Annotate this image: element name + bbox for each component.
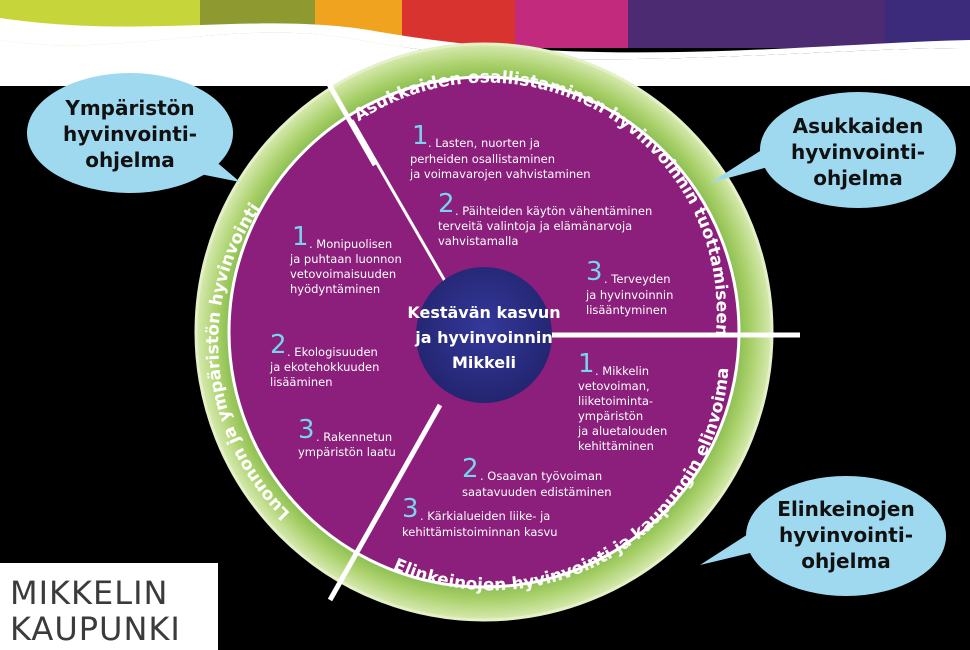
item-line: lisääntyminen [586,303,667,317]
banner-stripe [515,0,628,48]
bubble-environment-line2: hyvinvointi- [63,122,197,146]
item-line: . Päihteiden käytön vähentäminen [455,204,652,218]
item-line: vahvistamalla [438,234,518,248]
divider-residents-top [315,63,378,167]
logo-line-1: MIKKELIN [10,574,169,612]
environment-item-2: 2 . Ekologisuuden ja ekotehokkuuden lisä… [269,330,379,389]
bubble-business-line3: ohjelma [801,549,891,573]
item-line: hyödyntäminen [290,282,380,296]
item-number: 3 [586,257,603,287]
item-line: . Kärkialueiden liike- ja [420,509,550,523]
center-circle [416,267,552,403]
item-number: 2 [462,454,479,484]
banner-stripe [885,0,970,48]
item-line: . Monipuolisen [309,237,392,251]
environment-item-1: 1 . Monipuolisen ja puhtaan luonnon veto… [289,222,402,296]
residents-item-3: 3 . Terveyden ja hyvinvoinnin lisääntymi… [585,257,673,317]
item-line: ja hyvinvoinnin [585,288,673,302]
bubble-business-line1: Elinkeinojen [777,497,914,521]
center-label-2: ja hyvinvoinnin [414,328,553,347]
item-number: 3 [298,415,315,445]
item-line: ja aluetalouden [577,424,667,438]
residents-item-1: 1 . Lasten, nuorten ja perheiden osallis… [409,121,591,181]
environment-item-3: 3 . Rakennetun ympäristön laatu [298,415,396,459]
item-number: 2 [270,330,287,360]
bubble-residents: Asukkaiden hyvinvointi- ohjelma [710,92,956,208]
item-number: 1 [578,349,595,379]
bubble-residents-line2: hyvinvointi- [791,140,925,164]
residents-item-2: 2 . Päihteiden käytön vähentäminen terve… [438,189,652,248]
bubble-residents-line3: ohjelma [813,166,903,190]
item-number: 3 [402,494,419,524]
bubble-business-line2: hyvinvointi- [779,523,913,547]
banner-stripe [628,0,885,48]
item-line: . Terveyden [604,272,671,286]
item-number: 1 [292,222,309,252]
bubble-environment-line1: Ympäristön [64,96,194,120]
item-line: . Lasten, nuorten ja [428,136,540,150]
logo-line-2: KAUPUNKI [10,610,181,648]
business-item-2: 2 . Osaavan työvoiman saatavuuden edistä… [462,454,612,499]
item-line: kehittämistoiminnan kasvu [402,525,558,539]
item-line: liiketoiminta- [578,394,653,408]
item-line: saatavuuden edistäminen [462,485,612,499]
mikkelin-kaupunki-logo: MIKKELIN KAUPUNKI [0,563,218,650]
banner-white-wave [0,0,970,86]
center-label-3: Mikkeli [452,353,516,372]
center-label-1: Kestävän kasvun [407,303,560,322]
business-item-1: 1 . Mikkelin vetovoiman, liiketoiminta- … [577,349,667,453]
item-number: 1 [412,121,429,151]
business-item-3: 3 . Kärkialueiden liike- ja kehittämisto… [402,494,558,539]
item-line: vetovoimaisuuden [290,267,396,281]
bubble-environment-line3: ohjelma [85,148,175,172]
divider-environment-business [327,403,443,602]
item-line: . Osaavan työvoiman [480,469,602,483]
bubble-business: Elinkeinojen hyvinvointi- ohjelma [700,476,946,596]
item-line: ja voimavarojen vahvistaminen [409,167,591,181]
item-line: ja puhtaan luonnon [289,252,402,266]
item-line: ja ekotehokkuuden [269,360,379,374]
item-line: kehittäminen [578,439,654,453]
item-line: lisääminen [270,375,333,389]
item-line: ympäristön [578,409,643,423]
item-line: . Rakennetun [316,430,392,444]
item-line: perheiden osallistaminen [410,152,555,166]
bubble-environment: Ympäristön hyvinvointi- ohjelma [27,73,240,193]
item-line: terveitä valintoja ja elämänarvoja [438,219,632,233]
color-banner [0,0,970,86]
item-number: 2 [438,189,455,219]
item-line: . Mikkelin [595,364,649,378]
item-line: ympäristön laatu [298,445,396,459]
item-line: . Ekologisuuden [287,345,378,359]
item-line: vetovoiman, [578,379,650,393]
bubble-residents-line1: Asukkaiden [793,114,924,138]
